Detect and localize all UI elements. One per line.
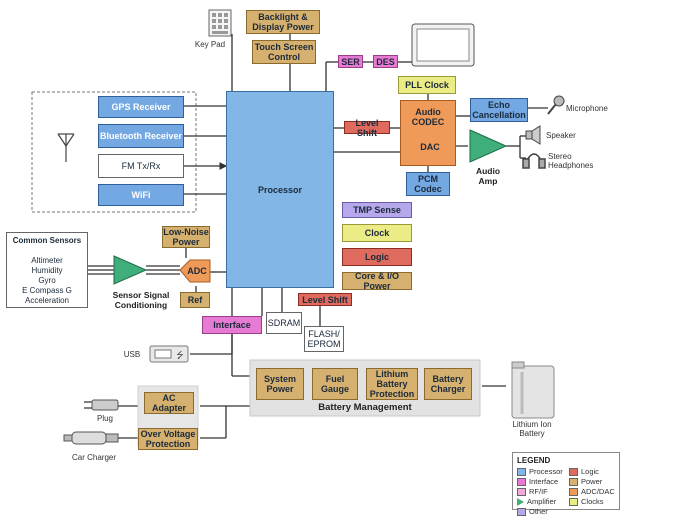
audio-codec-label: Audio CODEC: [411, 107, 445, 127]
legend-item: Logic: [569, 467, 619, 476]
legend-item: Interface: [517, 477, 569, 486]
ser-block: SER: [338, 55, 363, 68]
legend-swatch: [517, 507, 526, 516]
legend-item: RF/IF: [517, 487, 569, 496]
over-voltage-protection-block: Over Voltage Protection: [138, 428, 198, 450]
stereo-headphones-label: Stereo Headphones: [548, 152, 594, 170]
lithium-ion-label: Lithium Ion Battery: [512, 420, 552, 438]
audio-codec-block: Audio CODEC: [400, 100, 456, 166]
sensor-signal-label: Sensor Signal Conditioning: [112, 290, 170, 310]
backlight-power-block: Backlight & Display Power: [246, 10, 320, 34]
lithium-battery-icon: [511, 361, 555, 419]
adc-shape: [179, 259, 211, 283]
battery-management-label: Battery Management: [318, 402, 412, 413]
des-block: DES: [373, 55, 398, 68]
core-io-power-block: Core & I/O Power: [342, 271, 412, 291]
sensor-item: Acceleration: [24, 296, 70, 305]
audio-amp-label: Audio Amp: [475, 166, 501, 186]
car-charger-icon: [63, 431, 119, 445]
legend-label: Processor: [529, 467, 563, 476]
legend-item: ADC/DAC: [569, 487, 619, 496]
legend-label: Clocks: [581, 497, 604, 506]
sensor-item: E Compass G: [22, 286, 72, 295]
audio-amp-triangle: [469, 129, 508, 163]
interface-block: Interface: [202, 316, 262, 334]
ac-adapter-block: AC Adapter: [144, 392, 194, 414]
legend-swatch: [517, 467, 526, 476]
svg-text:⭍: ⭍: [176, 350, 184, 361]
plug-icon: [84, 399, 119, 411]
ref-block: Ref: [180, 292, 210, 308]
legend-swatch: [569, 477, 578, 486]
usb-label: USB: [123, 350, 141, 359]
processor-block: Processor: [226, 91, 334, 288]
sdram-block: SDRAM: [266, 312, 302, 334]
legend-label: Amplifier: [527, 497, 557, 506]
low-noise-power-block: Low-Noise Power: [162, 226, 210, 248]
pcm-codec-block: PCM Codec: [406, 172, 450, 196]
car-charger-label: Car Charger: [71, 453, 116, 462]
legend-swatch: [569, 467, 578, 476]
bluetooth-receiver-block: Bluetooth Receiver: [98, 124, 184, 148]
sensor-item: Altimeter: [31, 256, 63, 265]
system-power-block: System Power: [256, 368, 304, 400]
flash-eprom-block: FLASH/ EPROM: [304, 326, 344, 352]
tmp-sense-block: TMP Sense: [342, 202, 412, 218]
display-icon: [411, 23, 475, 67]
dac-label: DAC: [420, 142, 440, 152]
sensor-item: Humidity: [31, 266, 63, 275]
common-sensors-box: Common Sensors Altimeter Humidity Gyro E…: [6, 232, 88, 308]
level-shift-top-block: Level Shift: [344, 118, 390, 138]
legend-item: Other: [517, 507, 569, 516]
legend-swatch: [517, 477, 526, 486]
clock-block: Clock: [342, 224, 412, 242]
fm-txrx-block: FM Tx/Rx: [98, 154, 184, 178]
common-sensors-title: Common Sensors: [12, 236, 82, 245]
rf-group-border: [31, 91, 197, 213]
legend-label: Other: [529, 507, 548, 516]
gps-receiver-block: GPS Receiver: [98, 96, 184, 118]
headphones-icon: [522, 153, 546, 169]
antenna-icon: [57, 133, 75, 162]
keypad-icon: [208, 9, 232, 37]
usb-port-icon: ⭍: [149, 345, 189, 363]
plug-label: Plug: [96, 414, 113, 423]
speaker-icon: [525, 125, 541, 145]
pll-clock-block: PLL Clock: [398, 76, 456, 94]
legend-swatch: [569, 487, 578, 496]
keypad-label: Key Pad: [194, 40, 226, 49]
logic-block: Logic: [342, 248, 412, 266]
legend-label: Interface: [529, 477, 559, 486]
microphone-label: Microphone: [566, 104, 608, 113]
sensor-item: Gyro: [38, 276, 56, 285]
fuel-gauge-block: Fuel Gauge: [312, 368, 358, 400]
legend-item: Power: [569, 477, 619, 486]
legend-label: ADC/DAC: [581, 487, 615, 496]
echo-cancellation-block: Echo Cancellation: [470, 98, 528, 122]
wifi-block: WiFi: [98, 184, 184, 206]
legend-swatch: [517, 497, 524, 506]
legend-swatch: [517, 487, 526, 496]
touch-screen-control-block: Touch Screen Control: [252, 40, 316, 64]
speaker-label: Speaker: [546, 131, 576, 140]
sensor-amp-triangle: [113, 255, 148, 285]
lithium-battery-protection-block: Lithium Battery Protection: [366, 368, 418, 400]
legend-item: Processor: [517, 467, 569, 476]
legend-title: LEGEND: [517, 456, 551, 465]
level-shift-bottom-block: Level Shift: [298, 293, 352, 306]
legend-swatch: [569, 497, 578, 506]
legend-label: Logic: [581, 467, 599, 476]
legend-label: RF/IF: [529, 487, 548, 496]
adc-label: ADC: [187, 266, 207, 276]
legend-label: Power: [581, 477, 603, 486]
legend-item: Clocks: [569, 497, 619, 506]
legend-item: Amplifier: [517, 497, 569, 506]
battery-charger-block: Battery Charger: [424, 368, 472, 400]
microphone-icon: [547, 95, 565, 115]
